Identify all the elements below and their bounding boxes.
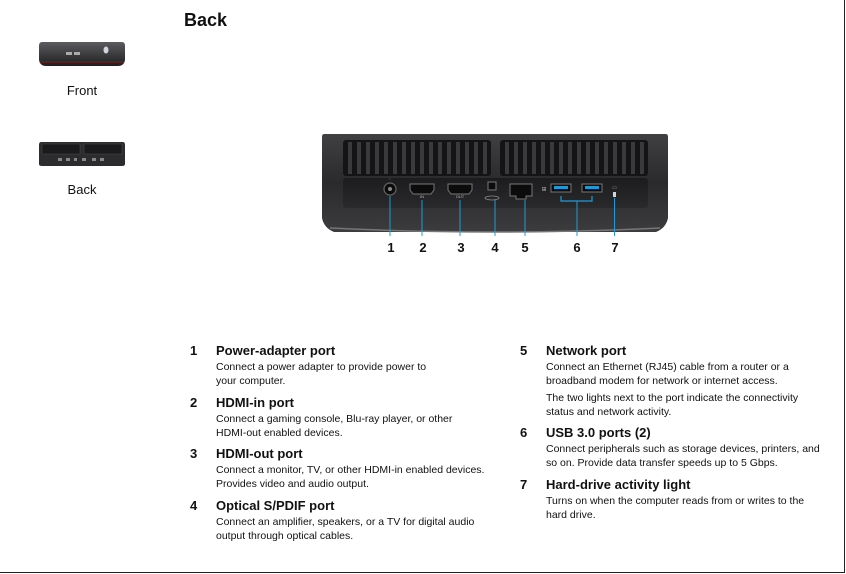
callout-5: 5 bbox=[521, 240, 529, 255]
port-number: 4 bbox=[190, 498, 198, 513]
thumbnail-back-label: Back bbox=[67, 182, 97, 197]
port-number: 1 bbox=[190, 343, 198, 358]
port-description: Connect a gaming console, Blu-ray player… bbox=[216, 413, 453, 439]
port-name: USB 3.0 ports (2) bbox=[546, 425, 651, 440]
hdmi-out-port-label: OUT bbox=[456, 194, 465, 199]
thumbnail-front[interactable] bbox=[38, 40, 126, 73]
port-name: Optical S/PDIF port bbox=[216, 498, 335, 513]
callout-6: 6 bbox=[573, 240, 581, 255]
callout-7: 7 bbox=[611, 240, 619, 255]
port-number: 5 bbox=[520, 343, 528, 358]
callout-1: 1 bbox=[387, 240, 395, 255]
port-description: Connect peripherals such as storage devi… bbox=[546, 443, 820, 469]
port-description-extra: The two lights next to the port indicate… bbox=[546, 392, 799, 418]
port-description: Turns on when the computer reads from or… bbox=[546, 495, 805, 521]
thumbnail-back[interactable] bbox=[38, 140, 126, 173]
device-back-illustration: ⎓ IN OUT ⊞ ▭ bbox=[320, 132, 670, 243]
svg-text:⎓: ⎓ bbox=[389, 177, 392, 181]
hdmi-in-port-label: IN bbox=[420, 194, 424, 199]
port-description: Connect an amplifier, speakers, or a TV … bbox=[216, 516, 475, 542]
svg-text:⊞: ⊞ bbox=[541, 186, 546, 193]
port-name: Hard-drive activity light bbox=[546, 477, 691, 492]
callout-4: 4 bbox=[491, 240, 499, 255]
port-number: 6 bbox=[520, 425, 528, 440]
front-view-icon bbox=[39, 42, 125, 66]
callout-3: 3 bbox=[457, 240, 465, 255]
callout-2: 2 bbox=[419, 240, 427, 255]
port-description: Connect a power adapter to provide power… bbox=[216, 361, 427, 387]
port-number: 2 bbox=[190, 395, 198, 410]
port-number: 3 bbox=[190, 446, 198, 461]
thumbnail-front-label: Front bbox=[66, 83, 98, 98]
callout-numbers: 1 2 3 4 5 6 7 bbox=[320, 240, 680, 260]
port-description: Connect an Ethernet (RJ45) cable from a … bbox=[546, 361, 789, 387]
port-description: Connect a monitor, TV, or other HDMI-in … bbox=[216, 464, 485, 490]
port-number: 7 bbox=[520, 477, 528, 492]
port-name: HDMI-out port bbox=[216, 446, 303, 461]
port-name: HDMI-in port bbox=[216, 395, 294, 410]
port-name: Power-adapter port bbox=[216, 343, 336, 358]
page-title: Back bbox=[184, 10, 228, 30]
svg-text:▭: ▭ bbox=[612, 185, 617, 191]
port-name: Network port bbox=[546, 343, 627, 358]
back-view-icon bbox=[39, 142, 125, 166]
